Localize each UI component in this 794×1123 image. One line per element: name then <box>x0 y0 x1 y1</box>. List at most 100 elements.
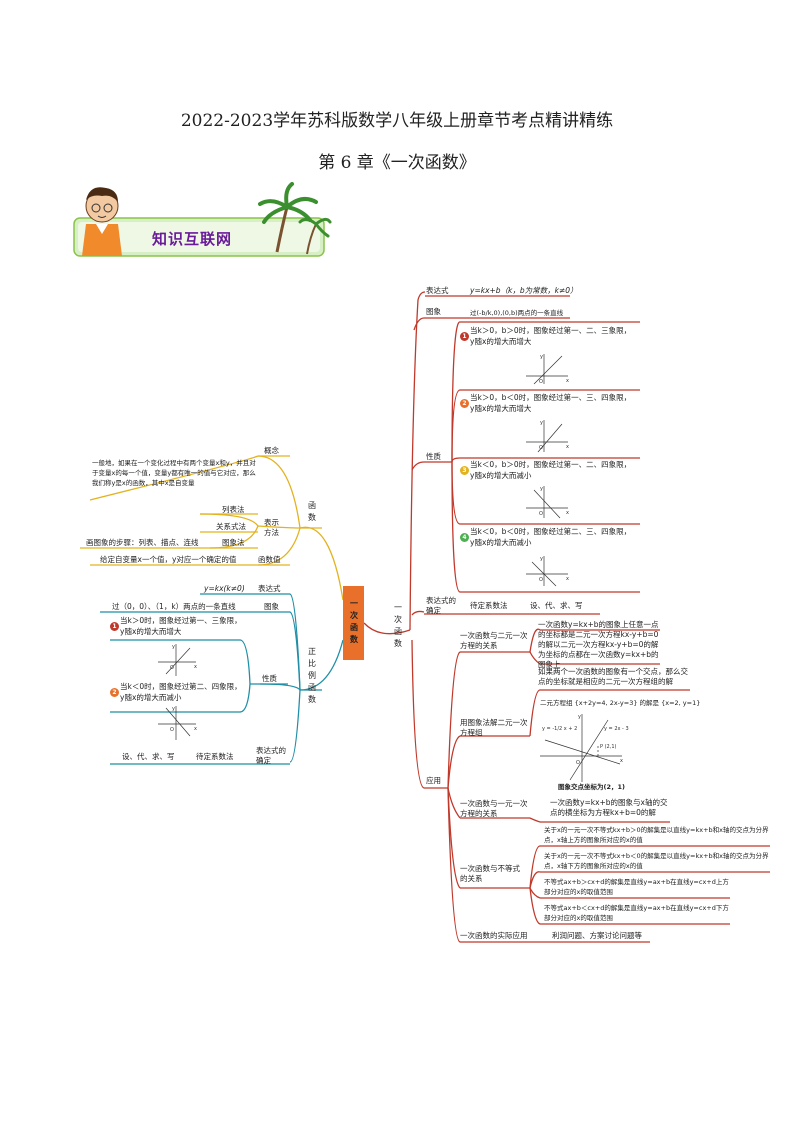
graph-prop-1 <box>158 644 196 676</box>
svg-text:x: x <box>194 726 197 732</box>
app4-item-2: 关于x的一元一次不等式kx+b＜0的解集是以直线y=kx+b和x轴的交点为分界点… <box>544 852 769 870</box>
svg-text:O: O <box>170 665 174 671</box>
svg-text:O: O <box>539 379 543 385</box>
case-1-line2: y随x的增大而增大 <box>470 337 532 346</box>
prop-expr-label: 表达式 <box>258 584 281 593</box>
svg-text:O: O <box>170 727 174 733</box>
svg-text:x: x <box>194 664 197 670</box>
svg-text:y: y <box>540 354 543 360</box>
app5-text: 利润问题、方案讨论问题等 <box>552 931 642 940</box>
graph-value: 过(-b/k,0),(0,b)两点的一条直线 <box>470 309 564 317</box>
prop-graph-label: 图象 <box>264 602 279 611</box>
boy-icon <box>82 187 122 256</box>
function-label: 函数 <box>308 501 316 522</box>
svg-text:O: O <box>539 577 543 583</box>
case-1-badge: 1 <box>460 332 469 341</box>
case-2-line2: y随x的增大而增大 <box>470 404 532 413</box>
app2-system: 二元方程组 {x+2y=4, 2x-y=3} 的解是 {x=2, y=1} <box>540 699 701 707</box>
app2-text: 如果两个一次函数的图象有一个交点，那么交点的坐标就是相应的二元一次方程组的解 <box>538 667 688 686</box>
svg-text:y: y <box>172 706 175 712</box>
prop-props-label: 性质 <box>262 674 277 683</box>
value-label: 函数值 <box>258 555 281 564</box>
app1-label: 一次函数与二元一次方程的关系 <box>460 631 528 650</box>
palm-tree-icon <box>258 182 332 255</box>
case-3-line1: 当k＜0，b＞0时，图象经过第一、二、四象限， <box>470 460 632 469</box>
prop-case-1-badge: 1 <box>110 622 119 631</box>
repr-steps: 画图象的步骤：列表、描点、连线 <box>86 538 199 547</box>
case-2-badge: 2 <box>460 399 469 408</box>
graph-intersection <box>540 714 622 782</box>
svg-text:x: x <box>566 576 569 582</box>
center-topic: 一次函数 <box>343 586 364 660</box>
app5-label: 一次函数的实际应用 <box>460 931 528 940</box>
app4-item-3: 不等式ax+b＞cx+d的解集是直线y=ax+b在直线y=cx+d上方部分对应的… <box>544 878 729 896</box>
proportional-label: 正比例函数 <box>308 647 316 704</box>
case-3-badge: 3 <box>460 466 469 475</box>
banner-label: 知识互联网 <box>152 230 233 248</box>
determine-method: 待定系数法 <box>470 601 508 610</box>
case-4-line2: y随x的增大而减小 <box>470 538 532 547</box>
case-1-line1: 当k＞0，b＞0时，图象经过第一、二、三象限， <box>470 326 632 335</box>
graph-label: 图象 <box>426 307 441 316</box>
prop-determine-label: 表达式的确定 <box>256 746 286 765</box>
prop-determine-steps: 设、代、求、写 <box>122 752 175 761</box>
case-4-badge: 4 <box>460 533 469 542</box>
prop-case-2-line2: y随x的增大而减小 <box>120 693 182 702</box>
svg-text:O: O <box>539 445 543 451</box>
svg-text:P (2,1): P (2,1) <box>600 744 617 750</box>
app-label: 应用 <box>426 776 441 785</box>
concept-text: 一般地，如果在一个变化过程中有两个变量x和y，并且对于变量x的每一个值，变量y都… <box>92 459 256 487</box>
case-4-line1: 当k＜0，b＜0时，图象经过第二、三、四象限， <box>470 527 632 536</box>
graph-case-1 <box>526 354 568 385</box>
document-title: 2022-2023学年苏科版数学八年级上册章节考点精讲精练 <box>180 111 614 131</box>
prop-graph-value: 过（0，0）、（1，k）两点的一条直线 <box>112 602 236 611</box>
svg-text:O: O <box>576 760 580 766</box>
repr-label: 表示方法 <box>264 518 279 537</box>
app4-label: 一次函数与不等式的关系 <box>460 864 520 883</box>
case-2-line1: 当k＞0，b＜0时，图象经过第一、三、四象限， <box>470 393 632 402</box>
determine-label: 表达式的确定 <box>426 596 456 615</box>
graph-case-4 <box>526 556 568 587</box>
svg-text:y: y <box>578 714 581 720</box>
svg-text:x: x <box>566 378 569 384</box>
prop-case-1-line1: 当k＞0时，图象经过第一、三象限， <box>120 616 242 625</box>
svg-text:y: y <box>540 486 543 492</box>
case-3-line2: y随x的增大而减小 <box>470 471 532 480</box>
svg-text:x: x <box>566 510 569 516</box>
app3-text: 一次函数y=kx+b的图象与x轴的交点的横坐标为方程kx+b=0的解 <box>550 798 668 817</box>
app2-caption: 图象交点坐标为(2，1) <box>558 783 625 791</box>
svg-text:y = 2x - 3: y = 2x - 3 <box>604 726 629 732</box>
prop-case-1-line2: y随x的增大而增大 <box>120 627 182 636</box>
repr-item-2: 关系式法 <box>216 522 246 531</box>
repr-item-1: 列表法 <box>222 505 245 514</box>
svg-text:x: x <box>566 444 569 450</box>
expr-label: 表达式 <box>426 286 449 295</box>
repr-item-3: 图象法 <box>222 538 245 547</box>
graph-case-2 <box>526 420 568 453</box>
determine-steps: 设、代、求、写 <box>530 601 583 610</box>
svg-text:y = -1/2 x + 2: y = -1/2 x + 2 <box>542 726 577 732</box>
expr-value: y=kx+b（k，b为常数，k≠0） <box>470 286 578 295</box>
prop-expr-value: y=kx(k≠0) <box>204 584 245 593</box>
prop-determine-method: 待定系数法 <box>196 752 234 761</box>
prop-case-2-line1: 当k＜0时，图象经过第二、四象限， <box>120 682 242 691</box>
graph-prop-2 <box>158 706 196 740</box>
graph-case-3 <box>526 486 568 519</box>
svg-text:y: y <box>540 420 543 426</box>
app4-item-1: 关于x的一元一次不等式kx+b＞0的解集是以直线y=kx+b和x轴的交点为分界点… <box>544 826 769 844</box>
app1-text: 一次函数y=kx+b的图象上任意一点的坐标都是二元一次方程kx-y+b=0的解以… <box>538 620 659 669</box>
linear-function-label: 一次函数 <box>394 603 402 648</box>
chapter-title: 第 6 章《一次函数》 <box>318 153 476 173</box>
app2-label: 用图象法解二元一次方程组 <box>460 718 528 737</box>
value-text: 给定自变量x一个值，y对应一个确定的值 <box>100 555 237 564</box>
svg-text:O: O <box>539 511 543 517</box>
props-label: 性质 <box>426 452 441 461</box>
svg-text:y: y <box>172 644 175 650</box>
app4-item-4: 不等式ax+b＜cx+d的解集是直线y=ax+b在直线y=cx+d下方部分对应的… <box>544 904 729 922</box>
app3-label: 一次函数与一元一次方程的关系 <box>460 799 528 818</box>
concept-label: 概念 <box>264 446 279 455</box>
knowledge-banner <box>73 182 332 257</box>
svg-text:y: y <box>540 556 543 562</box>
svg-text:x: x <box>620 758 623 764</box>
